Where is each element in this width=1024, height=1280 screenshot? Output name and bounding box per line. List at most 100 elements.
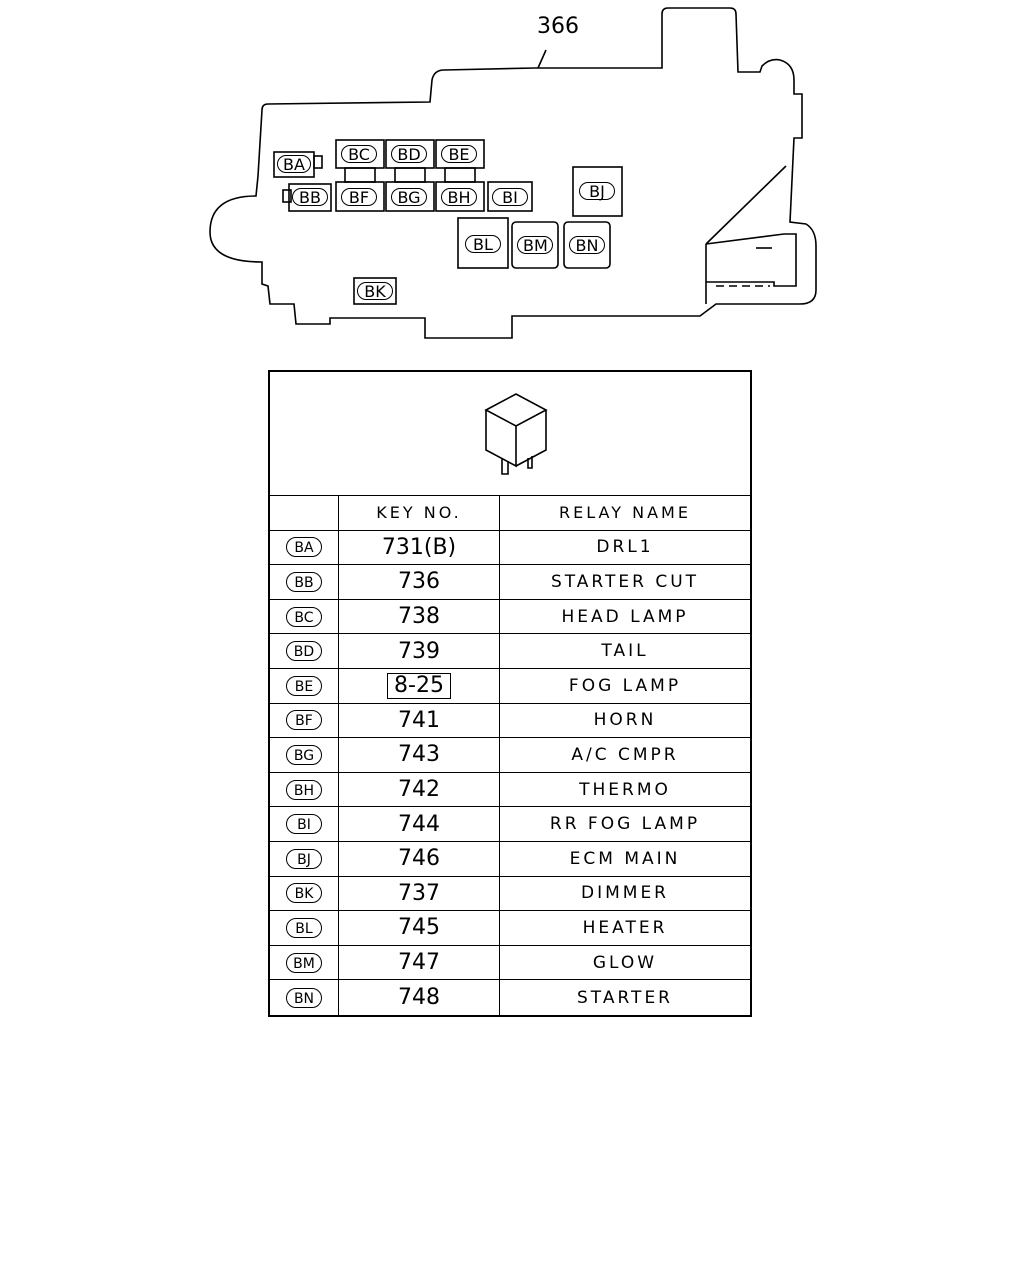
location-code: BE <box>286 675 322 696</box>
location-bd: BD <box>391 145 427 164</box>
row-key-cell: 744 <box>339 807 500 841</box>
key-number: 743 <box>398 742 440 768</box>
row-code-cell: BA <box>270 530 339 565</box>
location-code: BD <box>286 641 322 662</box>
table-row: BL 745 HEATER <box>270 911 750 946</box>
relay-name: HEAD LAMP <box>561 606 689 627</box>
relay-name: STARTER CUT <box>550 571 700 592</box>
relay-name: DIMMER <box>581 883 669 904</box>
key-number: 8-25 <box>387 672 451 699</box>
row-code-cell: BB <box>270 565 339 599</box>
table-header-row: KEY NO. RELAY NAME <box>270 496 750 531</box>
key-number: 736 <box>398 569 440 595</box>
location-code: BB <box>286 571 322 592</box>
relay-icon <box>484 393 548 475</box>
row-code-cell: BN <box>270 980 339 1015</box>
location-code: BA <box>286 537 322 558</box>
location-bc: BC <box>341 145 377 164</box>
location-bh: BH <box>441 188 477 207</box>
row-code-cell: BG <box>270 738 339 772</box>
row-code-cell: BK <box>270 876 339 911</box>
relay-name: DRL1 <box>596 537 654 558</box>
row-key-cell: 739 <box>339 634 500 668</box>
location-bi: BI <box>492 188 528 207</box>
location-bb: BB <box>292 188 328 207</box>
location-code: BG <box>286 744 322 765</box>
row-code-cell: BM <box>270 945 339 980</box>
row-key-cell: 737 <box>339 876 500 911</box>
row-key-cell: 738 <box>339 599 500 634</box>
table-row: BF 741 HORN <box>270 703 750 739</box>
location-code: BF <box>286 710 322 731</box>
key-number: 741 <box>398 707 440 733</box>
row-name-cell: STARTER CUT <box>500 565 750 599</box>
row-code-cell: BL <box>270 911 339 945</box>
location-bj: BJ <box>579 182 615 201</box>
relay-name: RR FOG LAMP <box>549 814 701 835</box>
table-row: BE 8-25 FOG LAMP <box>270 668 750 704</box>
row-code-cell: BI <box>270 807 339 841</box>
key-number: 731(B) <box>381 534 457 560</box>
location-code: BM <box>286 952 322 973</box>
row-key-cell: 748 <box>339 980 500 1015</box>
row-name-cell: HEAD LAMP <box>500 600 750 634</box>
location-code: BI <box>286 814 322 835</box>
key-number: 745 <box>398 915 440 941</box>
row-key-cell: 742 <box>339 772 500 807</box>
relay-name: A/C CMPR <box>571 744 679 765</box>
row-name-cell: STARTER <box>500 980 750 1015</box>
header-key-no: KEY NO. <box>339 496 500 530</box>
location-bk: BK <box>357 282 393 301</box>
row-code-cell: BE <box>270 668 339 703</box>
relay-name: HORN <box>593 710 657 731</box>
key-number: 746 <box>398 846 440 872</box>
location-bg: BG <box>391 188 427 207</box>
location-bl: BL <box>465 235 501 254</box>
relay-icon-cell <box>270 372 750 496</box>
header-relay-name: RELAY NAME <box>559 503 691 523</box>
location-bn: BN <box>569 236 605 255</box>
relay-name: TAIL <box>601 641 649 662</box>
table-row: BI 744 RR FOG LAMP <box>270 807 750 842</box>
key-number: 748 <box>398 985 440 1011</box>
row-key-cell: 741 <box>339 703 500 738</box>
part-number-label: 366 <box>537 14 579 39</box>
table-row: BN 748 STARTER <box>270 980 750 1015</box>
row-name-cell: HORN <box>500 704 750 738</box>
row-key-cell: 8-25 <box>339 668 500 703</box>
row-name-cell: THERMO <box>500 773 750 807</box>
location-ba: BA <box>277 155 311 174</box>
relay-name: ECM MAIN <box>569 848 681 869</box>
table-row: BC 738 HEAD LAMP <box>270 599 750 635</box>
key-number: 744 <box>398 811 440 837</box>
relay-name: STARTER <box>577 987 673 1008</box>
location-code: BK <box>286 883 322 904</box>
row-key-cell: 731(B) <box>339 530 500 565</box>
table-row: BG 743 A/C CMPR <box>270 738 750 773</box>
row-name-cell: A/C CMPR <box>500 738 750 772</box>
row-name-cell: FOG LAMP <box>500 669 750 703</box>
table-row: BK 737 DIMMER <box>270 876 750 912</box>
relay-name: HEATER <box>582 917 668 938</box>
table-row: BB 736 STARTER CUT <box>270 565 750 600</box>
table-row: BD 739 TAIL <box>270 634 750 669</box>
location-code: BN <box>286 987 322 1008</box>
location-code: BC <box>286 606 322 627</box>
row-key-cell: 745 <box>339 911 500 945</box>
row-name-cell: RR FOG LAMP <box>500 807 750 841</box>
row-name-cell: HEATER <box>500 911 750 945</box>
row-name-cell: ECM MAIN <box>500 842 750 876</box>
row-code-cell: BD <box>270 634 339 668</box>
key-number: 739 <box>398 638 440 664</box>
row-key-cell: 736 <box>339 565 500 599</box>
row-key-cell: 746 <box>339 841 500 876</box>
location-bm: BM <box>517 236 553 255</box>
table-row: BA 731(B) DRL1 <box>270 530 750 566</box>
header-code <box>270 496 339 530</box>
location-be: BE <box>441 145 477 164</box>
relay-name: GLOW <box>592 952 658 973</box>
location-code: BL <box>286 917 322 938</box>
